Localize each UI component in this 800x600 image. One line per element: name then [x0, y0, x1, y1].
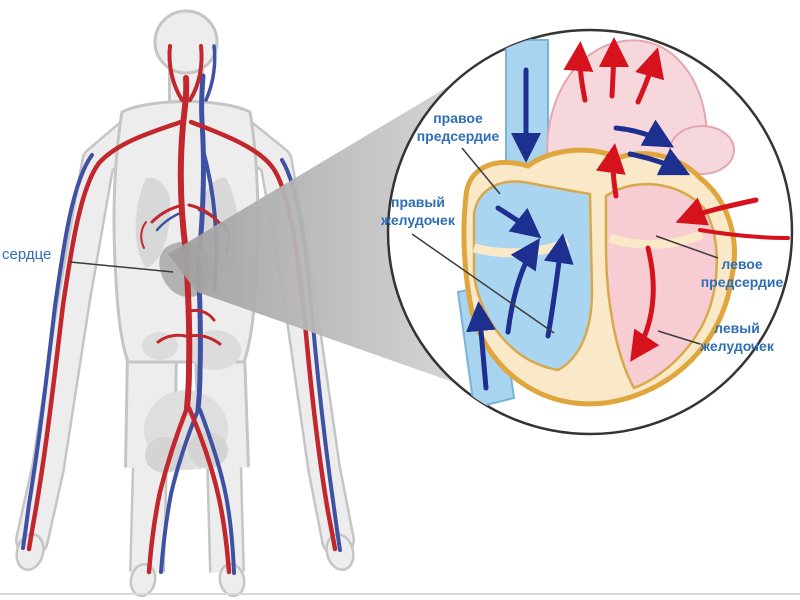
to-aorta-arrow	[595, 143, 626, 199]
label-left-ventricle: левый желудочек	[682, 320, 792, 355]
heart-illustration	[456, 36, 790, 410]
left-carotid-artery	[167, 44, 184, 102]
head	[153, 9, 219, 75]
pointer-right-ventricle	[411, 233, 555, 334]
pulmonary-out-arrow	[627, 148, 691, 176]
label-heart-body: сердце	[2, 246, 74, 263]
pulmonary-artery-branch	[187, 203, 222, 226]
ventricle-up-arrow	[543, 233, 574, 339]
pointer-heart	[69, 261, 174, 273]
pointer-left-ventricle	[657, 330, 701, 345]
label-left-atrium: левое предсердие	[688, 256, 796, 291]
left-calf	[131, 457, 166, 573]
renal-artery	[156, 333, 188, 344]
ivc-up-arrow	[466, 301, 496, 391]
pointer-right-atrium	[461, 147, 501, 195]
renal-artery	[188, 334, 222, 346]
oxygenated-flow-arrows	[563, 36, 790, 362]
mitral-valve-wall	[608, 229, 704, 249]
ventricle-up-arrow	[505, 238, 540, 335]
aorta	[177, 75, 190, 255]
label-line: предсердие	[700, 273, 784, 290]
stomach	[142, 332, 178, 360]
left-iliac-artery	[146, 405, 190, 575]
magnifier-cone	[168, 70, 476, 388]
label-line: левый	[714, 320, 760, 336]
label-line: правое	[433, 110, 483, 126]
jugular-vein	[204, 44, 217, 102]
label-right-ventricle: правый желудочек	[362, 194, 474, 229]
label-line: предсердие	[416, 127, 500, 144]
pointer-left-atrium	[655, 235, 719, 259]
right-iliac-vein	[198, 408, 236, 575]
aorta-up-arrow	[598, 36, 629, 99]
label-line: желудочек	[381, 211, 455, 228]
pulmonary-artery-branch	[150, 203, 185, 224]
right-iliac-artery	[186, 405, 232, 575]
label-heart-body-text: сердце	[2, 246, 52, 263]
descending-aorta	[183, 249, 193, 411]
lung-capillary	[140, 221, 147, 249]
celiac-artery	[185, 308, 216, 322]
left-ventricle-arrow	[630, 245, 660, 362]
pulmonary-vein-line	[698, 228, 790, 240]
right-carotid-artery	[188, 44, 204, 102]
pulmonary-out-arrow	[613, 119, 675, 148]
deoxygenated-flow-arrows	[466, 67, 691, 391]
label-right-atrium: правое предсердие	[398, 110, 518, 145]
aorta-up-arrow	[563, 41, 594, 103]
atrium-flow-arrow	[495, 205, 542, 239]
pulmonary-vein-in-arrow	[675, 197, 759, 226]
left-arm-vein	[21, 153, 94, 550]
label-line: левое	[721, 256, 763, 272]
pointer-lines	[69, 147, 719, 345]
left-iliac-vein	[159, 408, 200, 574]
aorta-up-arrow	[635, 47, 665, 105]
superior-vena-cava	[197, 73, 206, 251]
label-line: правый	[391, 194, 445, 210]
label-line: желудочек	[700, 337, 774, 354]
left-arm-artery	[26, 119, 184, 552]
